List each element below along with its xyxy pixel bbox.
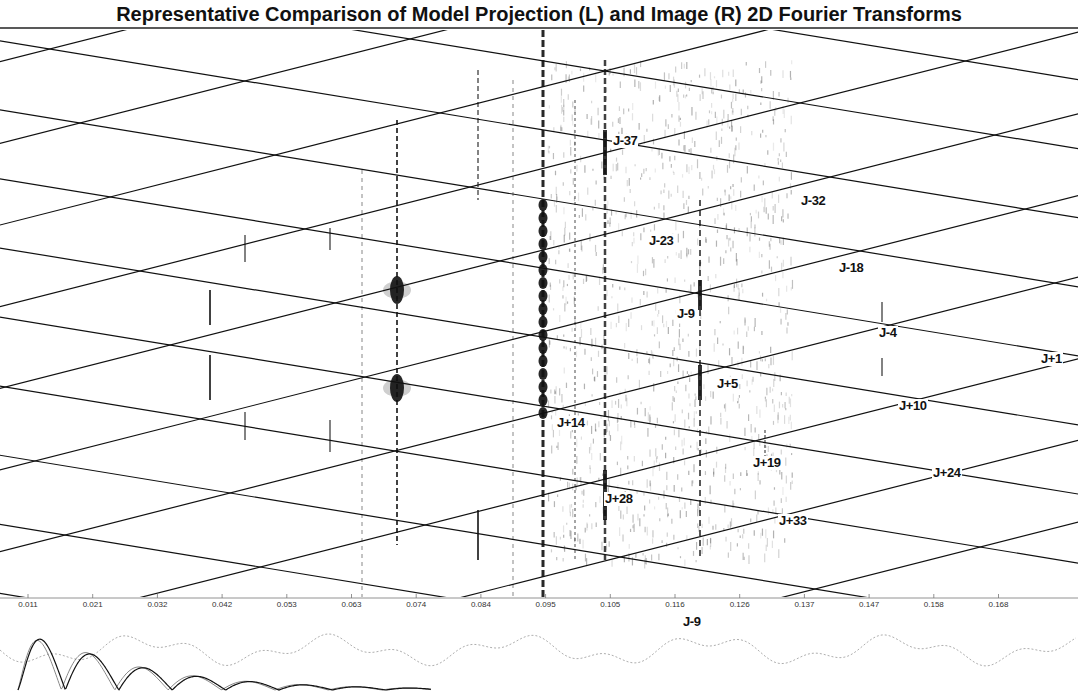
layer-line-label: J-32 bbox=[800, 194, 826, 208]
layer-line-label: J-23 bbox=[648, 234, 674, 248]
layer-line-label: J-37 bbox=[612, 134, 638, 148]
layer-line-label: J+1 bbox=[1040, 352, 1063, 366]
axis-tick-label: 0.116 bbox=[664, 600, 685, 609]
profile-curve bbox=[18, 639, 431, 690]
axis-ticks bbox=[28, 594, 999, 598]
layer-line-label: J-9 bbox=[682, 615, 702, 629]
axis-tick-label: 0.053 bbox=[276, 600, 298, 609]
axis-tick-label: 0.084 bbox=[470, 600, 492, 609]
layer-line-label: J+19 bbox=[752, 456, 782, 470]
axis-tick-label: 0.032 bbox=[146, 600, 168, 609]
axis-tick-label: 0.158 bbox=[923, 600, 945, 609]
lattice-lines bbox=[0, 30, 1078, 597]
layer-line-label: J+14 bbox=[556, 416, 586, 430]
profile-trace bbox=[0, 634, 1076, 666]
layer-line-streaks bbox=[210, 30, 882, 597]
axis-tick-label: 0.021 bbox=[82, 600, 104, 609]
layer-line-label: J-4 bbox=[878, 326, 898, 340]
layer-line-label: J+33 bbox=[778, 514, 808, 528]
axis-tick-label: 0.063 bbox=[340, 600, 362, 609]
layer-line-label: J-9 bbox=[676, 307, 696, 321]
axis-tick-label: 0.074 bbox=[405, 600, 427, 609]
layer-line-label: J+10 bbox=[898, 399, 928, 413]
layer-line-label: J+24 bbox=[932, 466, 962, 480]
layer-line-label: J+28 bbox=[604, 492, 634, 506]
diffraction-spots bbox=[383, 199, 548, 419]
axis-tick-label: 0.168 bbox=[987, 600, 1009, 609]
profile-curve bbox=[18, 640, 431, 690]
axis-tick-label: 0.126 bbox=[729, 600, 751, 609]
axis-tick-label: 0.147 bbox=[858, 600, 880, 609]
axis-tick-label: 0.042 bbox=[211, 600, 233, 609]
axis-line bbox=[0, 598, 1078, 599]
axis-tick-label: 0.137 bbox=[793, 600, 815, 609]
transform-image bbox=[0, 30, 1078, 597]
axis-tick-label: 0.105 bbox=[599, 600, 621, 609]
axis-tick-label: 0.095 bbox=[535, 600, 557, 609]
axis-tick-label: 0.011 bbox=[17, 600, 38, 609]
layer-line-label: J-18 bbox=[838, 261, 864, 275]
title-rule bbox=[0, 27, 1078, 29]
figure-title: Representative Comparison of Model Proje… bbox=[0, 3, 1078, 26]
layer-line-label: J+5 bbox=[716, 377, 739, 391]
